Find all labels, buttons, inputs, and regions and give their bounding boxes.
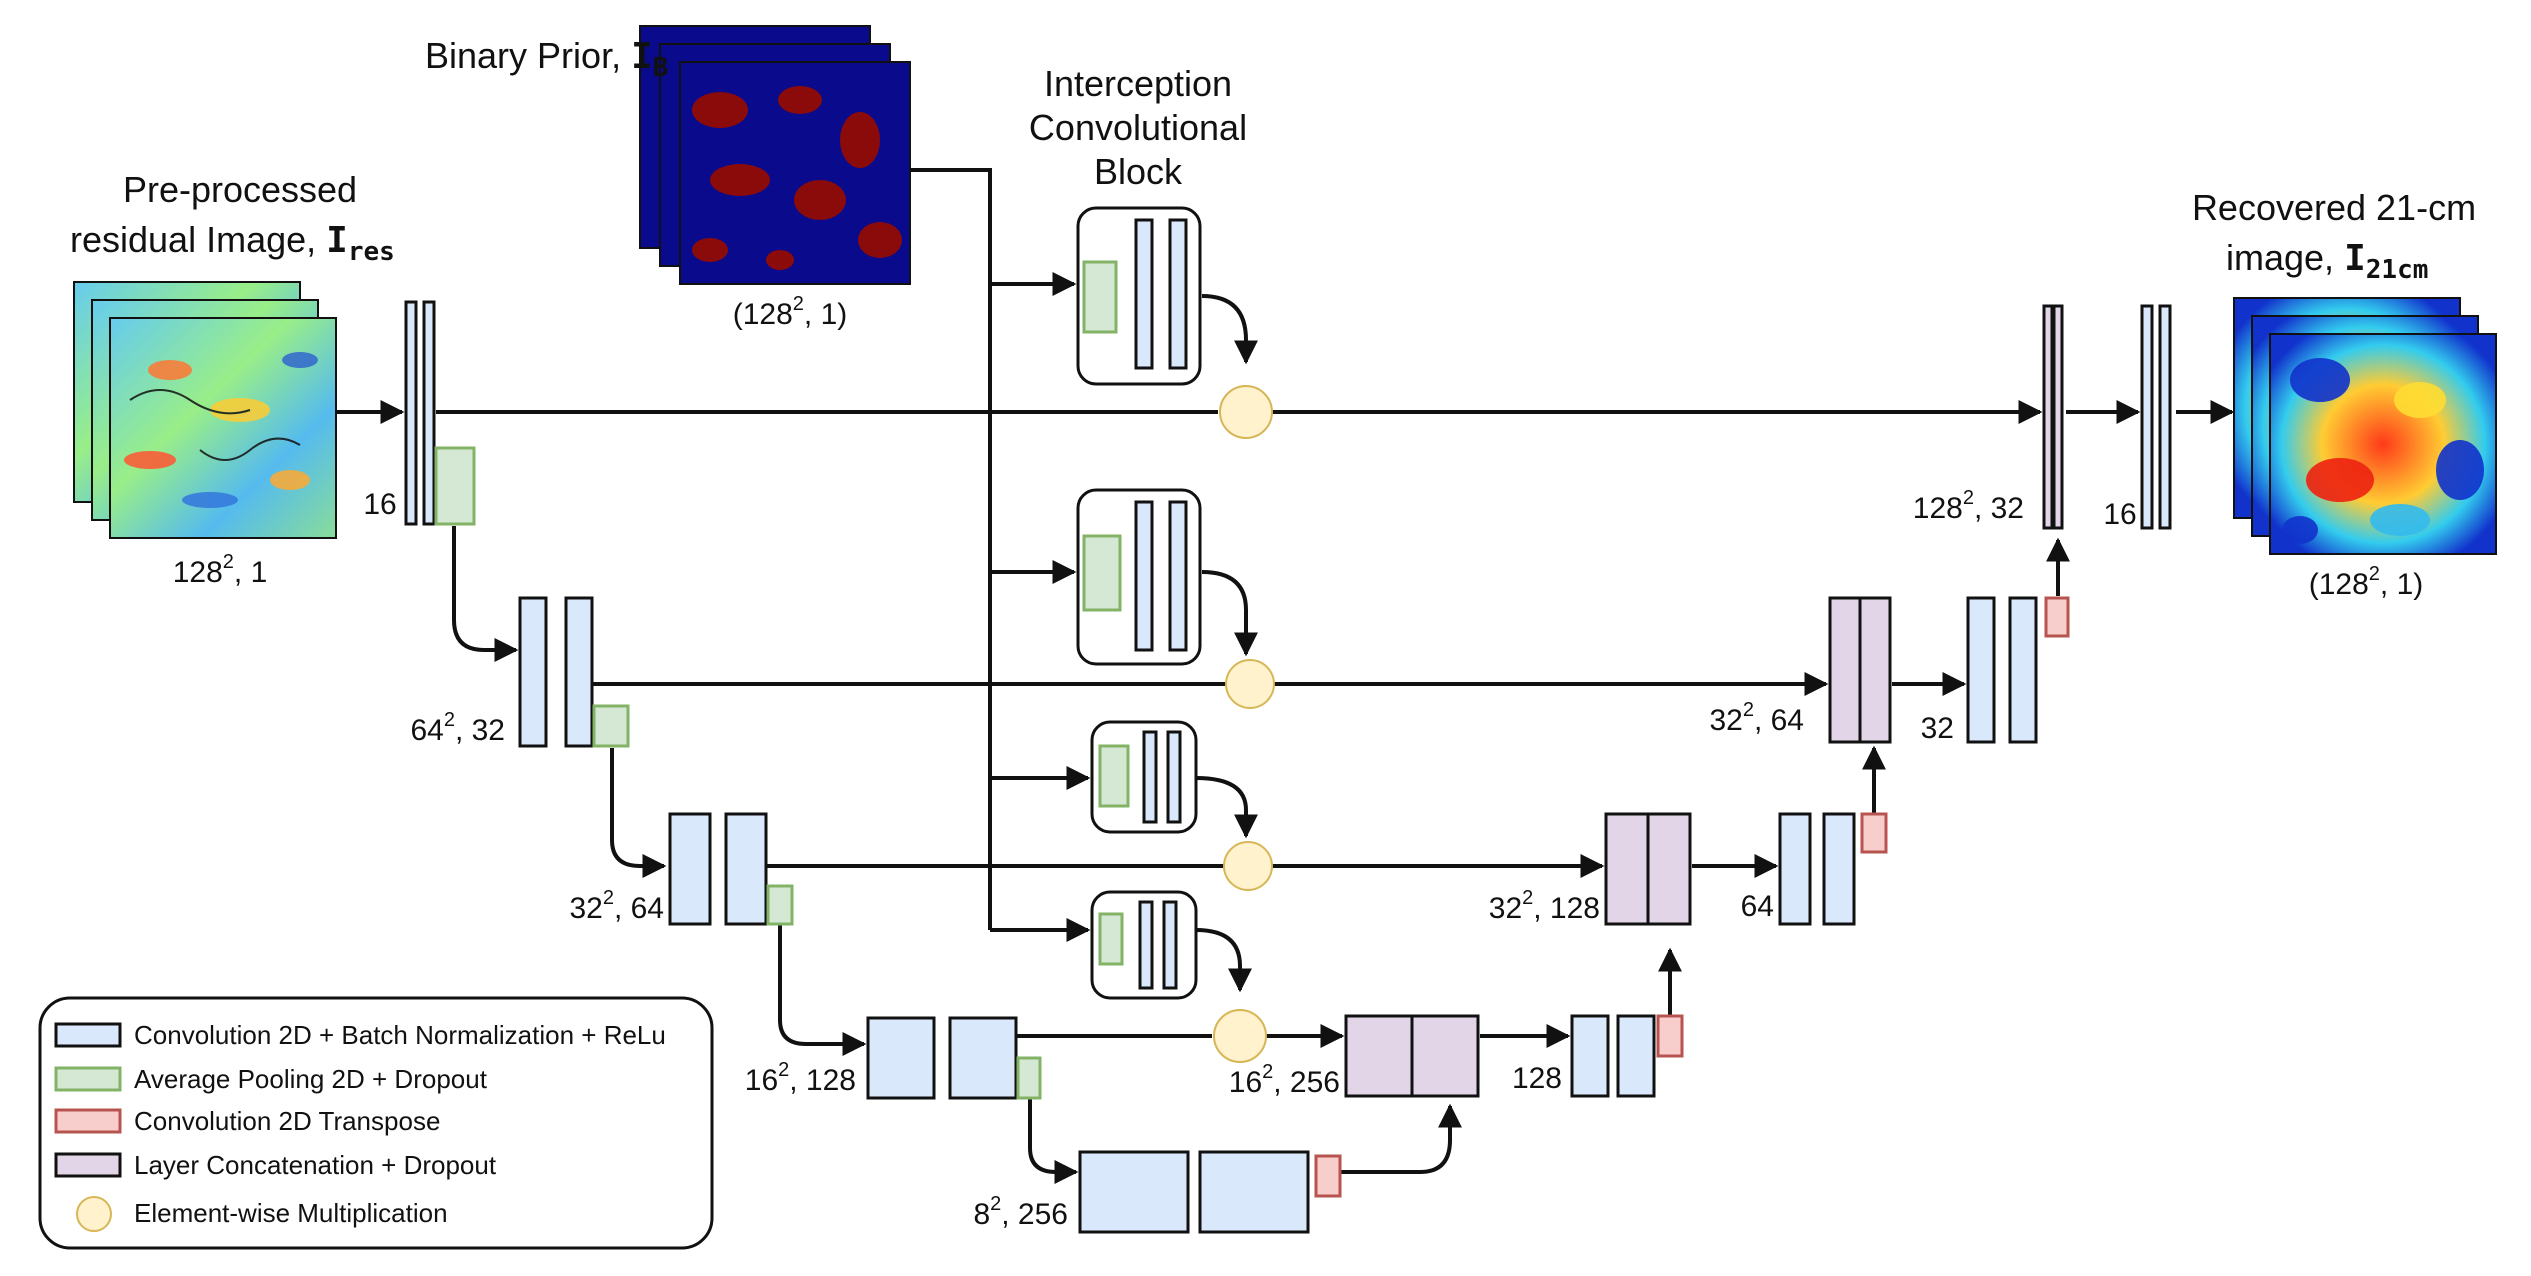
legend: Convolution 2D + Batch Normalization + R… <box>38 996 714 1250</box>
concat4-label: 162, 256 <box>1229 1061 1340 1099</box>
block-title-line3: Block <box>1094 151 1183 192</box>
output-image-stack <box>2233 297 2497 555</box>
multiply-node-4 <box>1213 1009 1267 1063</box>
input-title-line1: Pre-processed <box>123 169 357 210</box>
input-image-stack <box>73 281 337 539</box>
legend-item-multiply: Element-wise Multiplication <box>134 1198 448 1228</box>
encoder-level-3 <box>668 812 794 926</box>
binary-prior-stack <box>639 25 911 285</box>
multiply-node-2 <box>1225 659 1275 709</box>
final-conv <box>2140 304 2172 530</box>
decoder-level-4 <box>1570 1014 1684 1098</box>
interception-block-3 <box>1090 720 1198 834</box>
concat-level-3 <box>1604 812 1692 926</box>
dec2-label: 32 <box>1921 712 1954 745</box>
bottleneck <box>1078 1150 1342 1234</box>
multiply-node-3 <box>1223 841 1273 891</box>
concat-level-2 <box>1828 596 1892 744</box>
output-title-line2: image, I21cm <box>2226 237 2428 285</box>
legend-item-pool: Average Pooling 2D + Dropout <box>134 1064 488 1094</box>
input-shape-label: 1282, 1 <box>173 551 268 589</box>
concat1-label: 1282, 32 <box>1913 487 2024 525</box>
decoder-level-3 <box>1778 812 1888 926</box>
legend-item-conv: Convolution 2D + Batch Normalization + R… <box>134 1020 666 1050</box>
output-title-line1: Recovered 21-cm <box>2192 187 2476 228</box>
final-label: 16 <box>2103 498 2136 531</box>
interception-block-4 <box>1090 890 1198 1000</box>
bottleneck-label: 82, 256 <box>973 1193 1068 1231</box>
encoder-level-1 <box>404 300 476 526</box>
dec3-label: 64 <box>1741 890 1774 923</box>
concat-level-1 <box>2042 304 2064 530</box>
interception-block-1 <box>1076 206 1202 386</box>
enc4-label: 162, 128 <box>745 1059 856 1097</box>
enc2-label: 642, 32 <box>410 709 505 747</box>
input-title-line2: residual Image, Ires <box>70 219 395 267</box>
concat2-label: 322, 64 <box>1709 699 1804 737</box>
prior-shape-label: (1282, 1) <box>733 293 848 331</box>
legend-item-transpose: Convolution 2D Transpose <box>134 1106 440 1136</box>
enc1-label: 16 <box>363 488 396 521</box>
legend-item-concat: Layer Concatenation + Dropout <box>134 1150 497 1180</box>
dec4-label: 128 <box>1512 1062 1562 1095</box>
interception-block-2 <box>1076 488 1202 666</box>
encoder-level-4 <box>866 1016 1042 1100</box>
block-title-line1: Interception <box>1044 63 1232 104</box>
decoder-level-2 <box>1966 596 2070 744</box>
enc3-label: 322, 64 <box>569 887 664 925</box>
encoder-level-2 <box>518 596 630 748</box>
multiply-node-1 <box>1219 385 1273 439</box>
prior-title: Binary Prior, IB <box>425 35 668 83</box>
output-shape-label: (1282, 1) <box>2309 563 2424 601</box>
block-title-line2: Convolutional <box>1029 107 1247 148</box>
concat-level-4 <box>1344 1014 1480 1098</box>
concat3-label: 322, 128 <box>1489 887 1600 925</box>
connections <box>336 168 2235 1184</box>
